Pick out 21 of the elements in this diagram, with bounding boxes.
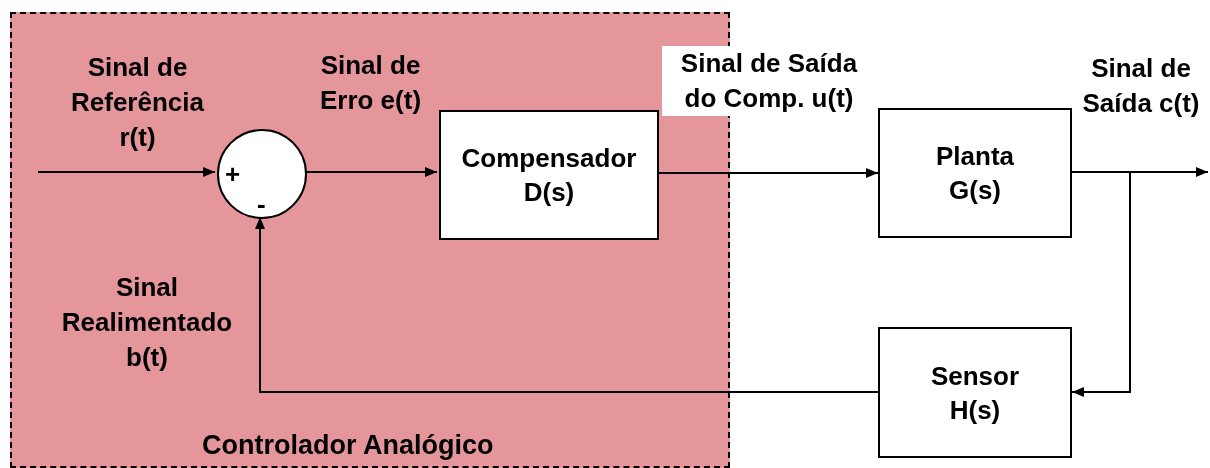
block-box <box>878 327 1072 458</box>
block-text: H(s) <box>949 393 1001 427</box>
arrow <box>1071 171 1131 397</box>
block-text: Compensador <box>461 142 637 175</box>
block-text: G(s) <box>949 174 1001 207</box>
block-box <box>439 110 659 240</box>
edge-label: Sinal de Referência r(t) <box>70 51 205 154</box>
sign-label: + <box>225 161 241 187</box>
edge-label: Sinal de Erro e(t) <box>318 49 423 117</box>
region-title: Controlador Analógico <box>202 432 494 459</box>
arrow <box>37 167 216 177</box>
arrow <box>255 216 879 393</box>
block-box <box>878 108 1072 238</box>
arrow <box>656 168 879 178</box>
edge-label: Sinal de Saída c(t) <box>1081 52 1201 120</box>
sign-label: - <box>257 191 266 217</box>
block-text: Sensor <box>930 359 1020 393</box>
block-text: D(s) <box>523 176 575 209</box>
block-text: Planta <box>936 140 1014 173</box>
edge-label: Sinal Realimentado b(t) <box>60 271 234 374</box>
arrow <box>304 167 438 177</box>
